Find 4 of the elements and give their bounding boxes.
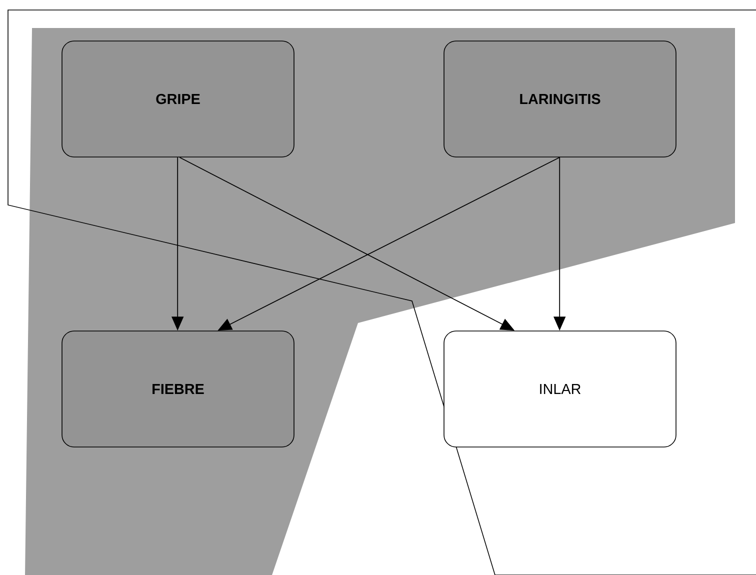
node-box: FIEBRE <box>62 330 294 448</box>
node-box: INLAR <box>444 330 676 448</box>
node-box: GRIPE <box>62 40 294 158</box>
node-box: LARINGITIS <box>444 40 676 158</box>
